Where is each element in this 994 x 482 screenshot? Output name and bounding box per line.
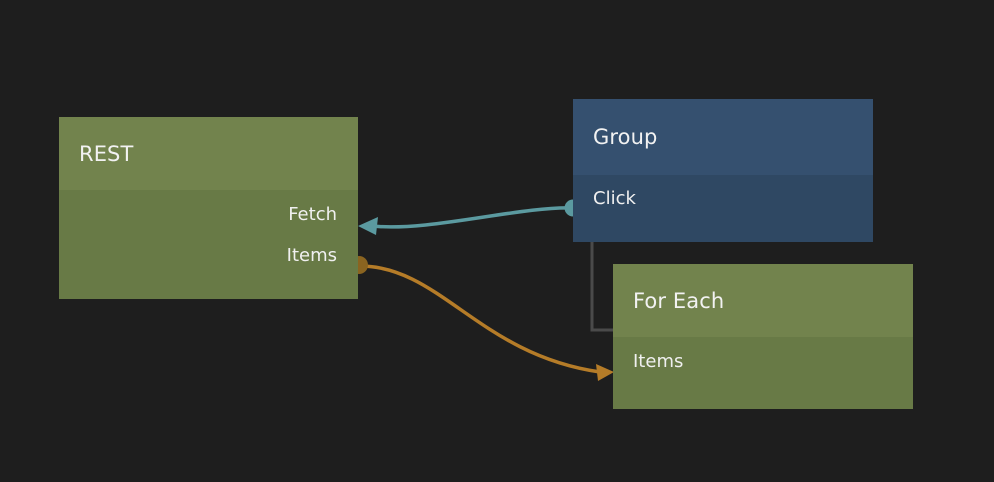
- containment-bracket: [590, 241, 615, 332]
- port-label-for-each-items: Items: [633, 350, 684, 372]
- node-for-each[interactable]: For Each Items: [613, 264, 913, 409]
- port-row-rest-fetch[interactable]: Fetch: [59, 194, 358, 235]
- port-row-rest-items[interactable]: Items: [59, 235, 358, 276]
- edge-items-to-items-arrowhead: [596, 364, 614, 381]
- node-for-each-body: Items: [613, 339, 913, 409]
- edge-items-to-items[interactable]: [358, 264, 602, 374]
- port-label-group-click: Click: [593, 187, 636, 209]
- node-for-each-header[interactable]: For Each: [613, 264, 913, 337]
- node-group-title: Group: [593, 125, 658, 149]
- edge-click-to-fetch-arrowhead: [358, 217, 378, 235]
- port-row-for-each-items[interactable]: Items: [613, 339, 913, 383]
- port-label-rest-items: Items: [286, 245, 337, 266]
- node-group-header[interactable]: Group: [573, 99, 873, 175]
- node-rest-header[interactable]: REST: [59, 117, 358, 190]
- node-for-each-title: For Each: [633, 288, 725, 313]
- node-group[interactable]: Group Click: [573, 99, 873, 242]
- node-rest[interactable]: REST Fetch Items: [59, 117, 358, 299]
- port-label-rest-fetch: Fetch: [288, 204, 337, 225]
- node-rest-title: REST: [79, 141, 134, 166]
- port-row-group-click[interactable]: Click: [573, 175, 873, 221]
- node-rest-body: Fetch Items: [59, 190, 358, 299]
- edge-click-to-fetch[interactable]: [370, 206, 575, 229]
- node-group-body: Click: [573, 175, 873, 242]
